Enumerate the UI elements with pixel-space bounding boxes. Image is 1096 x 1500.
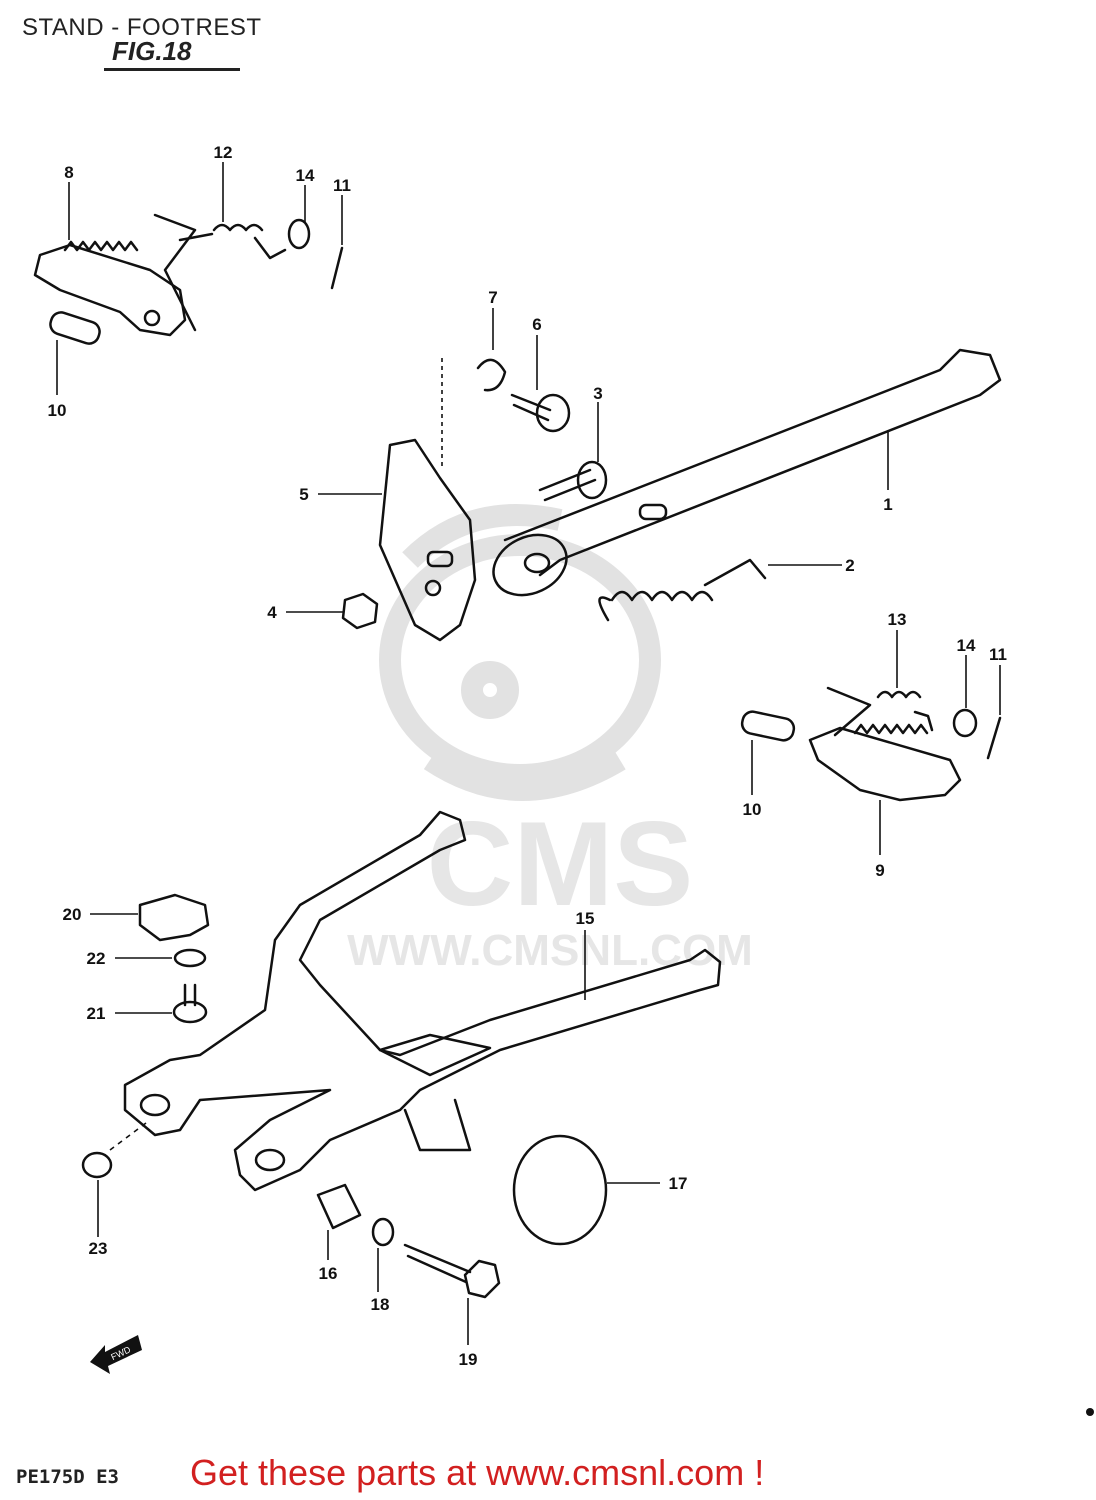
callout-12: 12 [214, 143, 233, 162]
callout-19: 19 [459, 1350, 478, 1369]
page-title: STAND - FOOTREST [22, 14, 262, 41]
callout-10-right: 10 [743, 800, 762, 819]
watermark-url: WWW.CMSNL.COM [347, 926, 753, 975]
bolt-6-shank [510, 393, 552, 422]
side-stand [503, 348, 1002, 577]
center-stand-hook [403, 1098, 472, 1152]
spring-left [178, 223, 287, 260]
bolt-19-shank [403, 1243, 472, 1284]
washer-18 [371, 1217, 395, 1247]
washer-22 [173, 948, 207, 968]
callout-15: 15 [576, 909, 595, 928]
cotter-pin-right [986, 716, 1002, 760]
callout-18: 18 [371, 1295, 390, 1314]
callout-21: 21 [87, 1004, 106, 1023]
callout-23: 23 [89, 1239, 108, 1258]
figure-underline [104, 68, 240, 71]
side-stand-pin [638, 503, 668, 521]
side-stand-assembly [341, 348, 1002, 642]
callout-2: 2 [845, 556, 854, 575]
center-stand [123, 810, 722, 1192]
callout-11-left: 11 [333, 176, 351, 195]
direction-arrow: FWD [90, 1335, 142, 1374]
callout-7: 7 [488, 288, 497, 307]
stand-spring [598, 558, 767, 622]
cotter-pin-left [330, 246, 344, 290]
edge-dot [1086, 1408, 1094, 1416]
callout-14-left: 14 [296, 166, 315, 185]
bolt-6-head [535, 393, 571, 433]
callout-10-left: 10 [48, 401, 67, 420]
callout-8: 8 [64, 163, 73, 182]
side-stand-pivot [492, 533, 568, 597]
assembly-line-23 [109, 1119, 151, 1151]
callout-17: 17 [669, 1174, 688, 1193]
center-stand-left-eye [139, 1093, 171, 1117]
stand-bracket-hole [424, 579, 442, 597]
model-code: PE175D E3 [16, 1466, 119, 1488]
figure-label: FIG.18 [112, 36, 192, 66]
pin-right [740, 710, 796, 742]
circlip-7 [476, 358, 507, 392]
watermark: CMS WWW.CMSNL.COM [347, 504, 753, 975]
callout-5: 5 [299, 485, 308, 504]
callout-3: 3 [593, 384, 602, 403]
center-stand-assembly [81, 810, 722, 1299]
footrest-left-cut [153, 213, 197, 332]
footrest-right-cut [826, 686, 872, 737]
callout-9: 9 [875, 861, 884, 880]
footrest-right [808, 726, 962, 802]
nut [341, 592, 379, 630]
watermark-brand: CMS [427, 797, 694, 931]
callout-6: 6 [532, 315, 541, 334]
callout-4: 4 [267, 603, 277, 622]
washer-right [952, 708, 978, 738]
footrest-left-hole [143, 309, 161, 327]
spacer-16 [316, 1183, 362, 1230]
spring-right [876, 690, 934, 732]
stopper-20 [138, 893, 210, 942]
callout-22: 22 [87, 949, 106, 968]
footrest-left-teeth [63, 240, 139, 252]
center-stand-right-eye [254, 1148, 286, 1172]
footrest-right-teeth [853, 723, 929, 735]
bolt-3-head [576, 460, 608, 500]
footrest-left [33, 243, 187, 337]
center-stand-pedal [378, 1033, 492, 1077]
watermark-mascot [379, 504, 661, 801]
right-footrest-assembly [740, 686, 1002, 802]
spring-ring-17 [512, 1134, 608, 1246]
bolt-3-shank [538, 468, 597, 502]
side-stand-pivot-hole [523, 552, 551, 574]
callout-13: 13 [888, 610, 907, 629]
callout-numbers: 8 12 14 11 10 7 6 3 5 1 2 4 13 14 11 10 … [48, 143, 1007, 1369]
left-footrest-assembly [33, 213, 344, 345]
cta-link[interactable]: Get these parts at www.cmsnl.com ! [190, 1452, 765, 1493]
callout-11-right: 11 [989, 645, 1007, 664]
stand-bracket [378, 438, 477, 642]
pin-left [49, 311, 101, 345]
washer-left [287, 218, 311, 250]
plug-23 [81, 1151, 113, 1179]
callout-1: 1 [883, 495, 892, 514]
stand-bracket-stud [426, 550, 454, 568]
leader-lines [56, 162, 1001, 1345]
callout-14-right: 14 [957, 636, 976, 655]
callout-16: 16 [319, 1264, 338, 1283]
bolt-19-head [463, 1259, 501, 1299]
bolt-21-head [172, 1000, 208, 1024]
callout-20: 20 [63, 905, 82, 924]
